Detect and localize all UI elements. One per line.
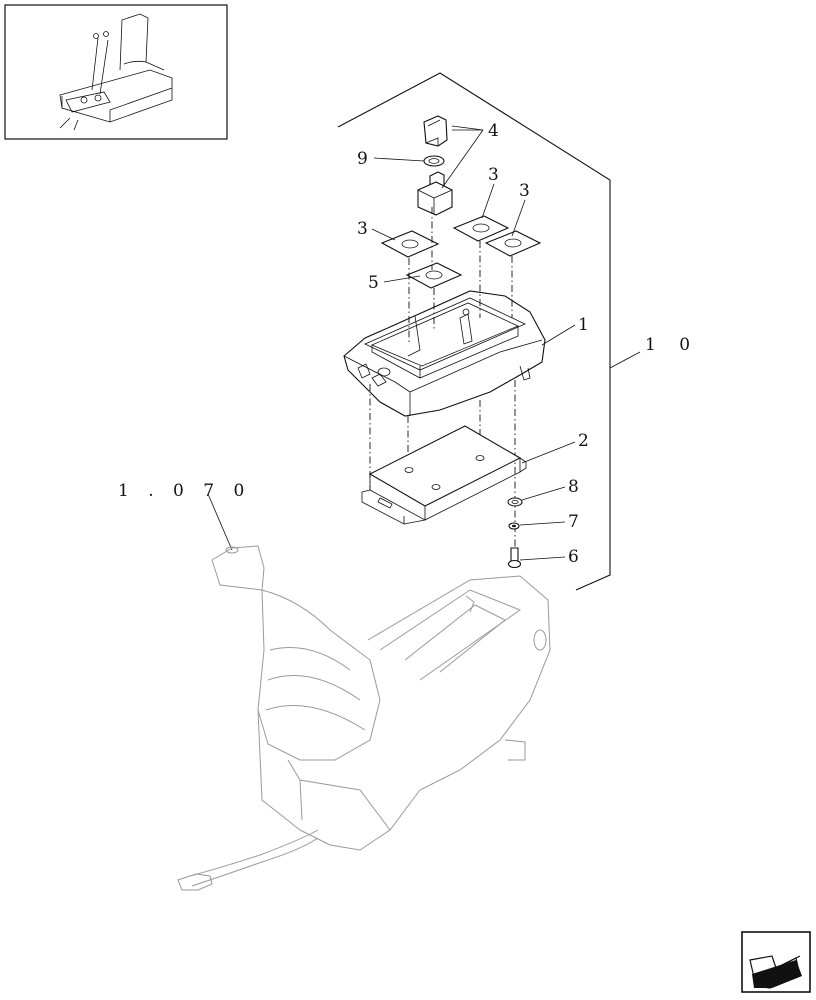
callout-2: 2 — [578, 431, 589, 451]
callout-10: 1 0 — [645, 335, 699, 355]
washer-9-part[interactable] — [423, 155, 445, 167]
callout-3-left: 3 — [357, 219, 368, 239]
callout-4: 4 — [488, 121, 499, 141]
leader-10 — [609, 351, 641, 369]
gasket-right-part[interactable] — [484, 230, 542, 257]
switch-body-part[interactable] — [417, 171, 453, 216]
callout-8: 8 — [568, 477, 579, 497]
seat-thumbnail-icon — [59, 13, 173, 131]
bolt-6-part[interactable] — [507, 547, 522, 569]
lock-washer-7-part[interactable] — [508, 522, 520, 530]
thumbnail-overview[interactable] — [4, 4, 228, 140]
reference-label: 1 . 0 7 0 — [118, 481, 251, 501]
gasket-left-part[interactable] — [380, 230, 440, 258]
callout-6: 6 — [568, 547, 579, 567]
washer-8-part[interactable] — [507, 497, 523, 507]
next-page-arrow-icon[interactable] — [741, 931, 811, 993]
callout-labels: 4 9 3 3 3 5 1 2 8 7 6 1 0 1 . 0 7 0 — [118, 121, 699, 567]
callout-1: 1 — [578, 315, 589, 335]
assembly-bracket — [337, 72, 611, 591]
callout-3-right: 3 — [519, 181, 530, 201]
console-housing-part[interactable] — [343, 290, 546, 417]
callout-9: 9 — [357, 149, 368, 169]
callout-3-mid: 3 — [488, 165, 499, 185]
operator-console-ghost — [177, 545, 551, 891]
leader-lines — [207, 125, 576, 561]
gasket-mid-part[interactable] — [452, 215, 510, 242]
callout-5: 5 — [368, 273, 379, 293]
knob-part[interactable] — [423, 115, 448, 147]
mounting-plate-part[interactable] — [361, 425, 527, 525]
callout-7: 7 — [568, 512, 579, 532]
gasket-5-part[interactable] — [405, 262, 463, 289]
